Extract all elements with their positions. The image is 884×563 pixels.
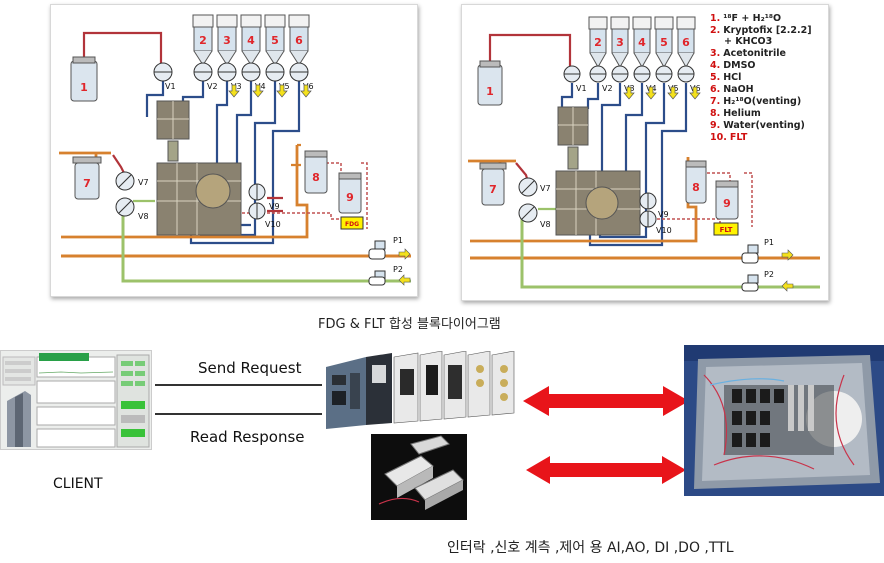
legend-text: H₂¹⁸O(venting) <box>723 96 801 107</box>
svg-text:4.DMSO: 4.DMSO <box>710 60 756 71</box>
vessel-7-label: 7 <box>83 177 91 190</box>
flt-vessel-9-label: 9 <box>723 197 731 210</box>
relay-module-photo <box>371 434 467 520</box>
svg-text:2.Kryptofix [2.2.2]: 2.Kryptofix [2.2.2] <box>710 25 812 36</box>
legend-text: Water(venting) <box>723 120 805 131</box>
port-p1-label: P1 <box>393 236 403 245</box>
svg-text:7.H₂¹⁸O(venting): 7.H₂¹⁸O(venting) <box>710 96 801 107</box>
port-p2-label: P2 <box>393 265 403 274</box>
flt-valve-v9-label: V9 <box>658 210 669 219</box>
interface-caption: 인터락 ,신호 계측 ,제어 용 AI,AO, DI ,DO ,TTL <box>447 540 734 556</box>
flt-schematic: 2 3 4 5 6 V1 V2 V3 V4 V5 V6 1 V7 V8 <box>468 13 820 292</box>
vessel-5-label: 5 <box>271 34 279 47</box>
legend-num: 7. <box>710 96 720 107</box>
legend-num: 6. <box>710 84 720 95</box>
valve-v1-label: V1 <box>165 82 176 91</box>
legend-text: NaOH <box>723 84 753 95</box>
flt-vessel-7-label: 7 <box>489 183 497 196</box>
vessel-6-label: 6 <box>295 34 303 47</box>
legend-text: ¹⁸F + H₂¹⁸O <box>723 13 781 24</box>
vessel-7: 7 <box>72 156 102 200</box>
legend-text: Acetonitrile <box>723 48 786 59</box>
legend-num: 8. <box>710 108 720 119</box>
valve-v8-label: V8 <box>138 212 149 221</box>
vessel-9-label: 9 <box>346 191 354 204</box>
legend-text: + KHCO3 <box>724 36 772 47</box>
flt-valve-v10-label: V10 <box>656 226 672 235</box>
flt-vessel-2-label: 2 <box>594 36 602 49</box>
valve-v10-label: V10 <box>265 220 281 229</box>
diagram-caption: FDG & FLT 합성 블록다이어그램 <box>318 317 501 332</box>
flt-diagram-panel: 2 3 4 5 6 V1 V2 V3 V4 V5 V6 1 V7 V8 <box>461 4 829 301</box>
client-label: CLIENT <box>53 476 103 492</box>
vessel-4-label: 4 <box>247 34 255 47</box>
flt-product-tag: FLT <box>720 226 733 234</box>
valve-v7-label: V7 <box>138 178 149 187</box>
vessel-9: 9 <box>338 172 362 214</box>
read-response-label: Read Response <box>190 428 305 446</box>
flt-valve-v2-label: V2 <box>602 84 613 93</box>
legend-text: DMSO <box>723 60 755 71</box>
send-request-line <box>155 384 322 386</box>
legend-text: HCl <box>723 72 741 83</box>
legend-num: 1. <box>710 13 720 24</box>
flt-vessel-1-label: 1 <box>486 85 494 98</box>
send-request-label: Send Request <box>198 359 302 377</box>
legend-text: FLT <box>730 132 748 143</box>
hardware-box-photo <box>684 345 884 496</box>
flt-valve-v7-label: V7 <box>540 184 551 193</box>
flt-port-p1-label: P1 <box>764 238 774 247</box>
read-response-line <box>155 413 322 415</box>
vessel-2-label: 2 <box>199 34 207 47</box>
reagent-legend: 1.¹⁸F + H₂¹⁸O 2.Kryptofix [2.2.2] + KHCO… <box>710 13 812 143</box>
svg-text:3.Acetonitrile: 3.Acetonitrile <box>710 48 786 59</box>
legend-num: 9. <box>710 120 720 131</box>
valve-v2-label: V2 <box>207 82 218 91</box>
svg-text:9.Water(venting): 9.Water(venting) <box>710 120 805 131</box>
fdg-schematic: 2 3 4 5 6 V1 V2 V3 V4 V5 V6 1 <box>59 14 411 286</box>
vessel-3-label: 3 <box>223 34 231 47</box>
client-screenshot <box>0 350 152 450</box>
svg-text:6.NaOH: 6.NaOH <box>710 84 754 95</box>
vessel-8: 8 <box>304 150 328 194</box>
controller-hardware-photo <box>322 351 518 429</box>
product-tag: FDG <box>345 221 359 228</box>
flt-valve-v1-label: V1 <box>576 84 587 93</box>
vessel-1: 1 <box>70 56 98 102</box>
flt-vessel-5-label: 5 <box>660 36 668 49</box>
double-arrow-lower <box>526 456 686 484</box>
svg-text:8.Helium: 8.Helium <box>710 108 761 119</box>
legend-num: 2. <box>710 25 720 36</box>
double-arrow-upper <box>523 386 689 416</box>
legend-text: Kryptofix [2.2.2] <box>723 25 811 36</box>
svg-text:10.FLT: 10.FLT <box>710 132 748 143</box>
legend-num: 10. <box>710 132 727 143</box>
valve-v9-label: V9 <box>269 202 280 211</box>
vessel-1-label: 1 <box>80 81 88 94</box>
svg-text:1.¹⁸F + H₂¹⁸O: 1.¹⁸F + H₂¹⁸O <box>710 13 781 24</box>
flt-vessel-8-label: 8 <box>692 181 700 194</box>
vessel-8-label: 8 <box>312 171 320 184</box>
svg-text:+ KHCO3: + KHCO3 <box>724 36 772 47</box>
legend-num: 5. <box>710 72 720 83</box>
flt-vessel-6-label: 6 <box>682 36 690 49</box>
legend-text: Helium <box>723 108 761 119</box>
flt-vessel-3-label: 3 <box>616 36 624 49</box>
flt-port-p2-label: P2 <box>764 270 774 279</box>
legend-num: 3. <box>710 48 720 59</box>
svg-text:5.HCl: 5.HCl <box>710 72 741 83</box>
flt-valve-v8-label: V8 <box>540 220 551 229</box>
fdg-diagram-panel: 2 3 4 5 6 V1 V2 V3 V4 V5 V6 1 <box>50 4 418 297</box>
legend-num: 4. <box>710 60 720 71</box>
flt-vessel-4-label: 4 <box>638 36 646 49</box>
